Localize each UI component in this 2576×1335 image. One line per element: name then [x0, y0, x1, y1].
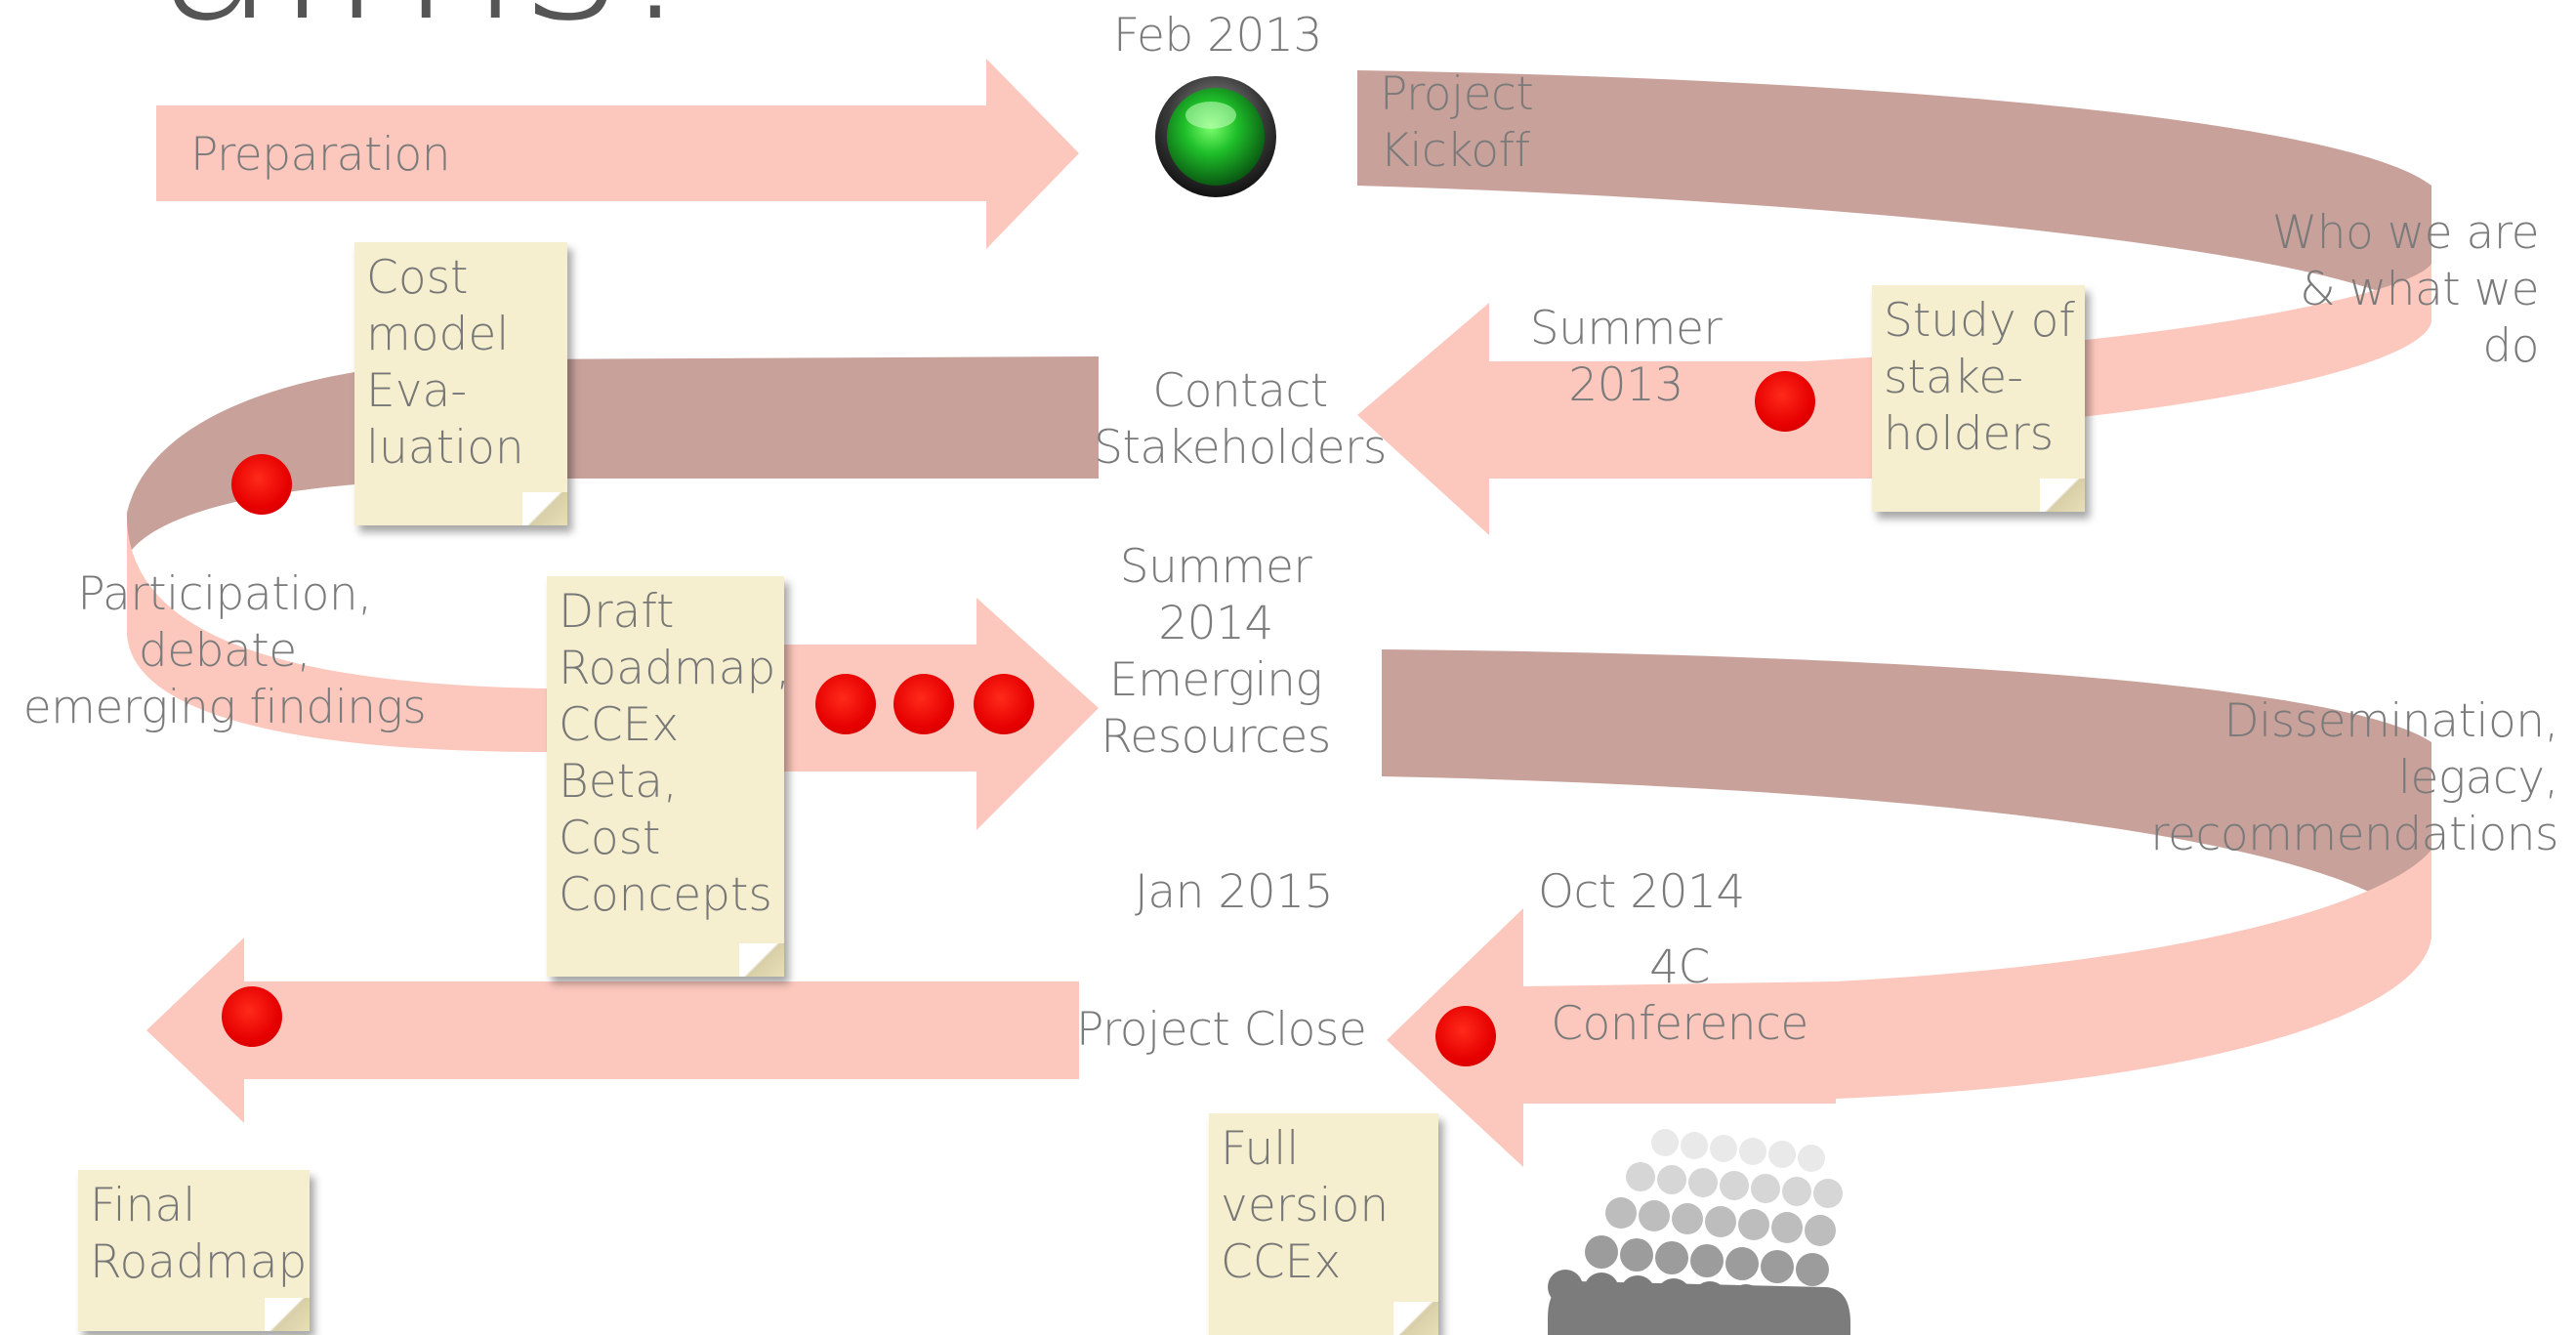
project-kickoff-label: Project Kickoff — [1380, 67, 1534, 178]
note-study-of-stakeholders: Study of stake- holders — [1872, 285, 2085, 512]
preparation-label: Preparation — [190, 128, 451, 182]
conference-label: 4C Conference — [1551, 940, 1808, 1051]
contact-stakeholders-arrow — [1357, 303, 1885, 535]
red-dot-icon — [893, 674, 954, 734]
red-dot-icon — [1755, 371, 1815, 432]
dissemination-band — [1382, 649, 2431, 938]
note-text: Full version CCEx — [1221, 1122, 1390, 1289]
kickoff-band — [1357, 70, 2431, 322]
page-title-fragment: aims: — [156, 0, 688, 49]
page-curl — [522, 492, 567, 525]
note-cost-model: Cost model Eva- luation — [354, 242, 567, 525]
dissemination-label: Dissemination, legacy, recommendations — [2150, 694, 2558, 861]
red-dot-icon — [974, 674, 1034, 734]
note-text: Draft Roadmap, CCEx Beta, Cost Concepts — [559, 585, 784, 922]
page-curl — [265, 1298, 310, 1331]
red-dot-icon — [815, 674, 876, 734]
red-dot-icon — [1435, 1006, 1496, 1066]
red-dot-icon — [231, 454, 292, 515]
note-text: Cost model Eva- luation — [366, 251, 524, 475]
note-text: Study of stake- holders — [1884, 294, 2075, 461]
project-close-label: Project Close — [1076, 1003, 1367, 1057]
note-draft-roadmap: Draft Roadmap, CCEx Beta, Cost Concepts — [547, 576, 784, 977]
red-dot-icon — [222, 986, 282, 1047]
note-text: Final Roadmap — [90, 1179, 308, 1289]
green-traffic-light-icon — [1155, 76, 1276, 197]
summer-2014-label: Summer 2014 Emerging Resources — [1101, 540, 1331, 764]
page-curl — [739, 943, 784, 977]
audience-crowd-icon — [1548, 1129, 1850, 1335]
participation-label: Participation, debate, emerging findings — [22, 567, 427, 734]
oct-2014-label: Oct 2014 — [1538, 865, 1745, 919]
who-we-are-label: Who we are & what we do — [2271, 206, 2540, 373]
project-close-arrow — [146, 938, 1079, 1123]
note-final-roadmap: Final Roadmap — [78, 1170, 310, 1331]
note-full-ccex: Full version CCEx — [1209, 1113, 1438, 1335]
summer-2013-label: Summer 2013 — [1529, 302, 1723, 412]
conference-arrow — [1387, 908, 1836, 1167]
page-curl — [2040, 479, 2085, 512]
page-curl — [1393, 1302, 1438, 1335]
feb-2013-label: Feb 2013 — [1113, 9, 1322, 63]
contact-stakeholders-label: Contact Stakeholders — [1094, 364, 1387, 475]
jan-2015-label: Jan 2015 — [1135, 865, 1334, 919]
preparation-arrow — [156, 59, 1079, 249]
